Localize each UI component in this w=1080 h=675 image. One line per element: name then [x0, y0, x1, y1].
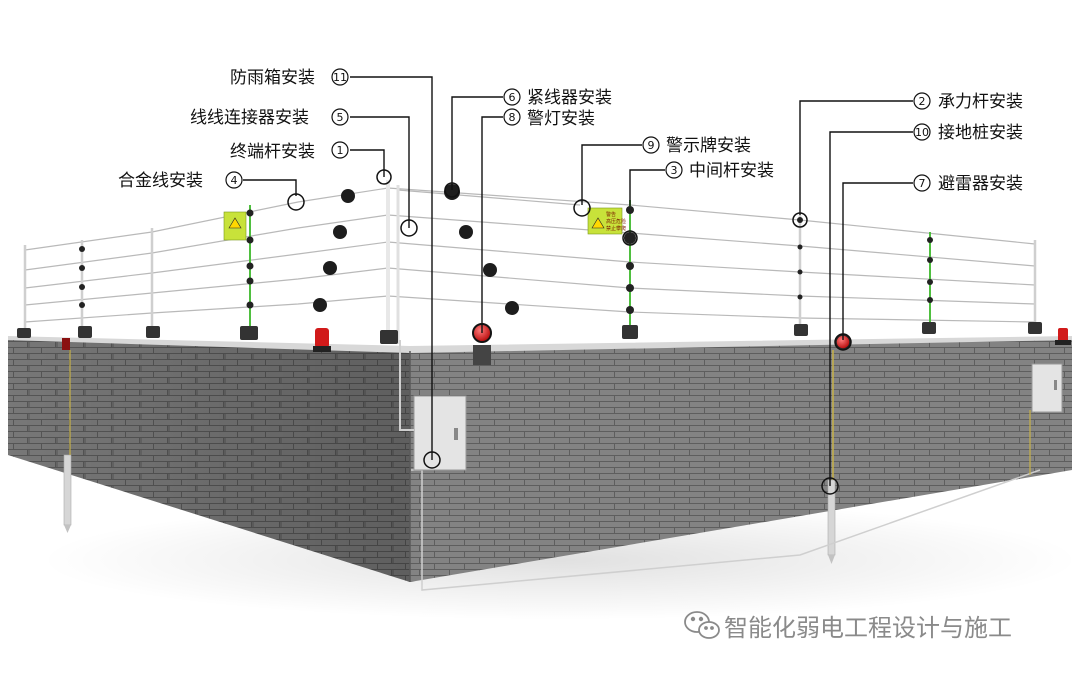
wall-cap — [8, 336, 1072, 353]
sign-text-3: 禁止攀爬 — [606, 225, 626, 232]
wechat-icon — [684, 611, 720, 639]
label-ground-stake: 接地桩安装 — [938, 123, 1023, 143]
label-anti-rain-box: 防雨箱安装 — [230, 68, 315, 88]
callout-rings — [287, 169, 852, 495]
label-warning-light: 警灯安装 — [527, 109, 595, 129]
sign-text-2: 高压危险 — [606, 218, 626, 225]
num-warning-light: 8 — [509, 111, 516, 124]
num-bearing-pole: 2 — [919, 95, 926, 108]
num-ground-stake: 10 — [915, 126, 929, 139]
num-middle-pole: 3 — [671, 164, 678, 177]
label-lightning-arrester: 避雷器安装 — [938, 174, 1023, 194]
label-wire-connector: 线线连接器安装 — [190, 108, 309, 128]
num-wire-connector: 5 — [337, 111, 344, 124]
label-bearing-pole: 承力杆安装 — [938, 92, 1023, 112]
pole-bases — [17, 322, 1042, 344]
num-tensioner: 6 — [509, 91, 516, 104]
watermark-text: 智能化弱电工程设计与施工 — [724, 614, 1012, 642]
warning-sign-left — [223, 211, 247, 241]
leader-lines — [243, 76, 913, 486]
wall-right-face — [410, 338, 1072, 582]
num-warning-sign: 9 — [648, 139, 655, 152]
ground-stake-left — [63, 454, 72, 526]
anti-rain-box-right — [1031, 363, 1063, 413]
alloy-wires — [24, 187, 1036, 323]
tensioners — [313, 184, 519, 315]
num-anti-rain-box: 11 — [333, 71, 347, 84]
sign-text-1: 警告 — [606, 211, 616, 218]
num-terminal-pole: 1 — [337, 144, 344, 157]
watermark: 智能化弱电工程设计与施工 — [684, 611, 1012, 642]
label-warning-sign: 警示牌安装 — [666, 136, 751, 156]
label-middle-pole: 中间杆安装 — [689, 161, 774, 181]
label-tensioner: 紧线器安装 — [527, 88, 612, 108]
callout-labels: 防雨箱安装 11 线线连接器安装 5 终端杆安装 1 合金线安装 4 6 紧线器… — [118, 68, 1023, 194]
num-alloy-wire: 4 — [231, 174, 238, 187]
insulators — [79, 206, 933, 314]
warning-sign-right: 警告 高压危险 禁止攀爬 — [587, 207, 626, 235]
brick-wall — [8, 336, 1072, 582]
label-terminal-pole: 终端杆安装 — [230, 142, 315, 162]
label-alloy-wire: 合金线安装 — [118, 171, 203, 191]
num-lightning-arrester: 7 — [919, 177, 926, 190]
